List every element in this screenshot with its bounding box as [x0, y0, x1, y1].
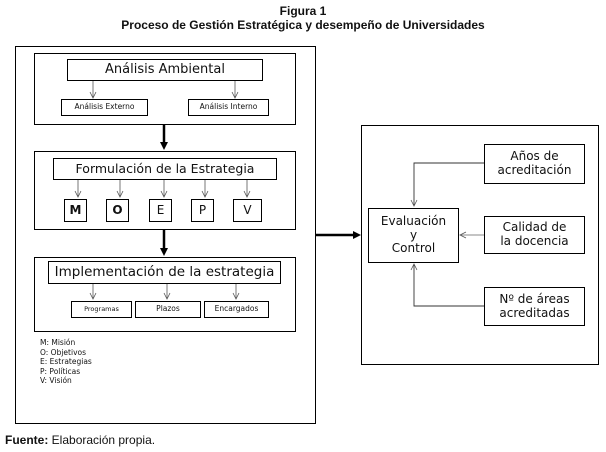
evaluation-line-3: Control	[391, 241, 436, 256]
legend-item-o: O: Objetivos	[40, 347, 87, 357]
connector-areas	[410, 263, 484, 307]
input-anos-acreditacion: Años de acreditación	[484, 144, 585, 184]
input-calidad-line-2: la docencia	[500, 234, 569, 248]
input-areas-acreditadas: Nº de áreas acreditadas	[484, 287, 585, 326]
source-label: Fuente:	[5, 433, 49, 447]
implementation-plazos-box: Plazos	[135, 301, 201, 318]
input-anos-line-1: Años de	[510, 149, 559, 164]
legend: M: Misión O: Objetivos E: Estrategias P:…	[40, 338, 92, 386]
implementation-title: Implementación de la estrategia	[48, 261, 281, 284]
legend-item-p: P: Políticas	[40, 366, 81, 376]
source-text: Elaboración propia.	[48, 433, 156, 447]
analysis-externo-box: Análisis Externo	[61, 99, 148, 116]
evaluation-control-box: Evaluación y Control	[368, 208, 459, 263]
input-calidad-docencia: Calidad de la docencia	[484, 216, 585, 254]
legend-item-e: E: Estrategias	[40, 357, 92, 366]
analysis-interno-box: Análisis Interno	[188, 99, 269, 116]
formulation-o-box: O	[106, 199, 129, 222]
implementation-encargados-box: Encargados	[204, 301, 269, 318]
input-calidad-line-1: Calidad de	[502, 220, 567, 235]
formulation-m-box: M	[64, 199, 87, 222]
analysis-stage-box	[34, 53, 296, 125]
implementation-stage-box	[34, 257, 296, 332]
formulation-p-box: P	[191, 199, 214, 222]
legend-item-m: M: Misión	[40, 338, 76, 347]
implementation-programas-box: Programas	[71, 301, 132, 318]
legend-item-v: V: Visión	[40, 376, 72, 385]
formulation-v-box: V	[233, 199, 262, 222]
input-areas-line-1: Nº de áreas	[499, 291, 570, 306]
input-areas-line-2: acreditadas	[499, 305, 570, 320]
evaluation-container	[361, 125, 599, 365]
evaluation-line-1: Evaluación	[380, 213, 447, 228]
figure-title: Proceso de Gestión Estratégica y desempe…	[121, 18, 485, 32]
input-anos-line-2: acreditación	[497, 163, 572, 177]
strategy-process-container	[15, 46, 316, 424]
evaluation-line-2: y	[409, 227, 418, 242]
analysis-title: Análisis Ambiental	[67, 59, 263, 81]
figure-number: Figura 1	[279, 4, 327, 18]
formulation-e-box: E	[149, 199, 172, 222]
formulation-title: Formulación de la Estrategia	[53, 158, 277, 180]
source-note: Fuente: Elaboración propia.	[5, 433, 155, 447]
connector-anos	[410, 162, 484, 207]
formulation-stage-box	[34, 151, 296, 230]
